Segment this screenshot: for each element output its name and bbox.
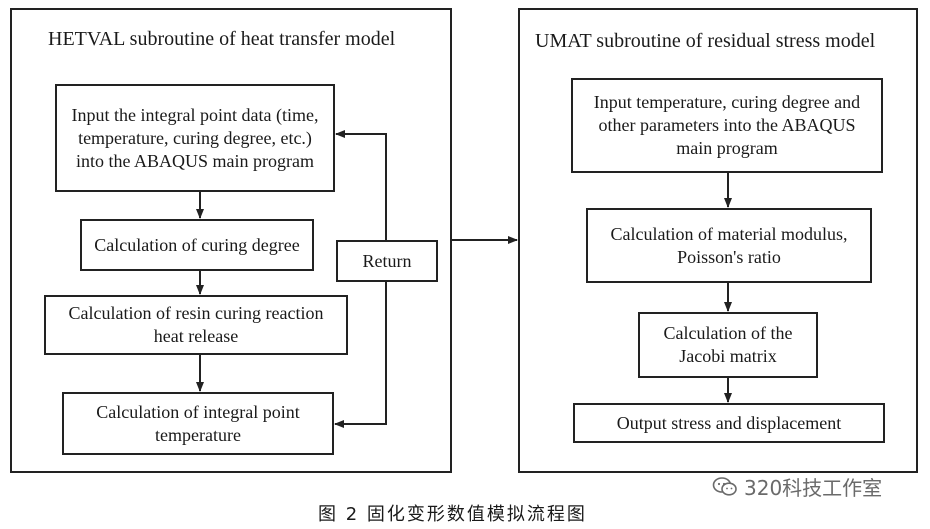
umat-panel: [518, 8, 918, 473]
curing-degree-box: Calculation of curing degree: [80, 219, 314, 271]
hetval-panel-title: HETVAL subroutine of heat transfer model: [48, 28, 396, 50]
watermark: 320科技工作室: [712, 472, 882, 501]
material-modulus-box: Calculation of material modulus, Poisson…: [586, 208, 872, 283]
watermark-text: 320科技工作室: [744, 476, 883, 500]
umat-panel-title: UMAT subroutine of residual stress model: [535, 30, 876, 52]
input-temperature-box: Input temperature, curing degree and oth…: [571, 78, 883, 173]
figure-caption: 图 2 固化变形数值模拟流程图: [318, 504, 587, 525]
jacobi-matrix-box: Calculation of the Jacobi matrix: [638, 312, 818, 378]
return-loop-top: [335, 130, 387, 240]
return-loop-bottom: [334, 282, 387, 428]
resin-heat-release-box: Calculation of resin curing reaction hea…: [44, 295, 348, 355]
hetval-panel: [10, 8, 452, 473]
wechat-icon: [712, 476, 737, 496]
input-integral-point-box: Input the integral point data (time, tem…: [55, 84, 335, 192]
return-box: Return: [336, 240, 438, 282]
integral-point-temperature-box: Calculation of integral point temperatur…: [62, 392, 334, 455]
output-stress-box: Output stress and displacement: [573, 403, 885, 443]
